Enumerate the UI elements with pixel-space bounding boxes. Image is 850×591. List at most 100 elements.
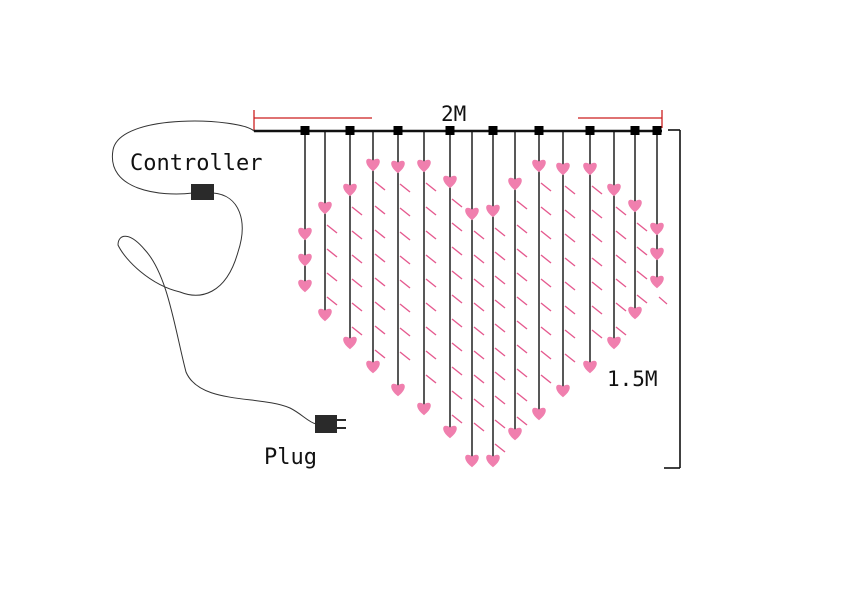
strand-8 xyxy=(465,131,485,468)
led-dash xyxy=(516,296,528,306)
heart-icon xyxy=(607,336,621,350)
led-dash xyxy=(351,254,363,264)
led-dash xyxy=(615,302,627,312)
led-dash xyxy=(351,302,363,312)
led-dash xyxy=(326,296,338,306)
led-dash xyxy=(473,350,485,360)
led-dash xyxy=(615,278,627,288)
hanger-node xyxy=(345,126,355,135)
heart-icon xyxy=(532,159,546,173)
led-dash xyxy=(473,278,485,288)
led-dash xyxy=(591,329,603,339)
heart-icon xyxy=(366,158,380,172)
heart-icon xyxy=(583,360,597,374)
led-dash xyxy=(425,206,437,216)
led-dash xyxy=(351,206,363,216)
led-dash xyxy=(591,209,603,219)
led-dash xyxy=(516,368,528,378)
hanger-node xyxy=(534,126,544,135)
heart-icon xyxy=(298,253,312,267)
led-dash xyxy=(591,233,603,243)
led-dash xyxy=(540,182,552,192)
heart-icon xyxy=(391,160,405,174)
led-dash xyxy=(516,200,528,210)
heart-icon xyxy=(318,201,332,215)
hanger-node xyxy=(445,126,455,135)
strand-7 xyxy=(443,126,463,439)
led-dash xyxy=(564,185,576,195)
heart-icon xyxy=(607,183,621,197)
led-dash xyxy=(494,323,506,333)
strand-6 xyxy=(417,131,437,416)
heart-icon xyxy=(628,306,642,320)
led-dash xyxy=(451,294,463,304)
led-dash xyxy=(494,251,506,261)
led-dash xyxy=(494,275,506,285)
strand-11 xyxy=(532,126,552,421)
led-dash xyxy=(494,227,506,237)
led-dash xyxy=(473,398,485,408)
led-dash xyxy=(591,281,603,291)
heart-icon xyxy=(465,207,479,221)
led-dash xyxy=(516,272,528,282)
led-dash xyxy=(473,230,485,240)
heart-icon xyxy=(343,336,357,350)
led-dash xyxy=(326,248,338,258)
led-dash xyxy=(615,254,627,264)
plug-label: Plug xyxy=(264,445,317,470)
led-dash xyxy=(494,419,506,429)
strand-15 xyxy=(628,126,648,320)
led-dash xyxy=(516,392,528,402)
hanger-node xyxy=(630,126,640,135)
heart-icon xyxy=(443,175,457,189)
hanger-node xyxy=(488,126,498,135)
height-label: 1.5M xyxy=(607,367,658,391)
led-dash xyxy=(564,305,576,315)
heart-icon xyxy=(650,222,664,236)
led-dash xyxy=(540,206,552,216)
led-dash xyxy=(399,279,411,289)
controller-box xyxy=(191,184,214,200)
led-dash xyxy=(399,303,411,313)
strand-12 xyxy=(556,131,576,398)
heart-icon xyxy=(486,454,500,468)
hanger-node xyxy=(300,126,310,135)
led-dash xyxy=(494,347,506,357)
led-dash xyxy=(374,325,386,335)
width-dimension xyxy=(253,110,663,130)
power-cable xyxy=(111,120,317,425)
led-dash xyxy=(374,205,386,215)
led-dash xyxy=(351,278,363,288)
led-dash xyxy=(564,209,576,219)
led-dash xyxy=(591,305,603,315)
strand-9 xyxy=(486,126,506,468)
led-dash xyxy=(636,270,648,280)
led-dash xyxy=(494,395,506,405)
strand-4 xyxy=(366,131,386,374)
led-dash xyxy=(494,299,506,309)
heart-icon xyxy=(391,383,405,397)
led-dash xyxy=(425,374,437,384)
led-dash xyxy=(615,326,627,336)
strand-2 xyxy=(318,131,338,322)
heart-icon xyxy=(298,227,312,241)
led-dash xyxy=(326,272,338,282)
led-dash xyxy=(516,320,528,330)
led-dash xyxy=(516,344,528,354)
led-dash xyxy=(591,185,603,195)
led-dash xyxy=(658,296,668,305)
plug-icon xyxy=(315,415,346,433)
led-dash xyxy=(399,207,411,217)
led-dash xyxy=(494,371,506,381)
led-dash xyxy=(425,182,437,192)
led-dash xyxy=(473,302,485,312)
height-dimension xyxy=(664,129,681,469)
led-dash xyxy=(564,281,576,291)
hanger-node xyxy=(585,126,595,135)
hanger-node xyxy=(652,126,662,135)
led-dash xyxy=(540,278,552,288)
led-dash xyxy=(374,277,386,287)
led-dash xyxy=(399,183,411,193)
led-dash xyxy=(494,443,506,453)
led-dash xyxy=(351,326,363,336)
